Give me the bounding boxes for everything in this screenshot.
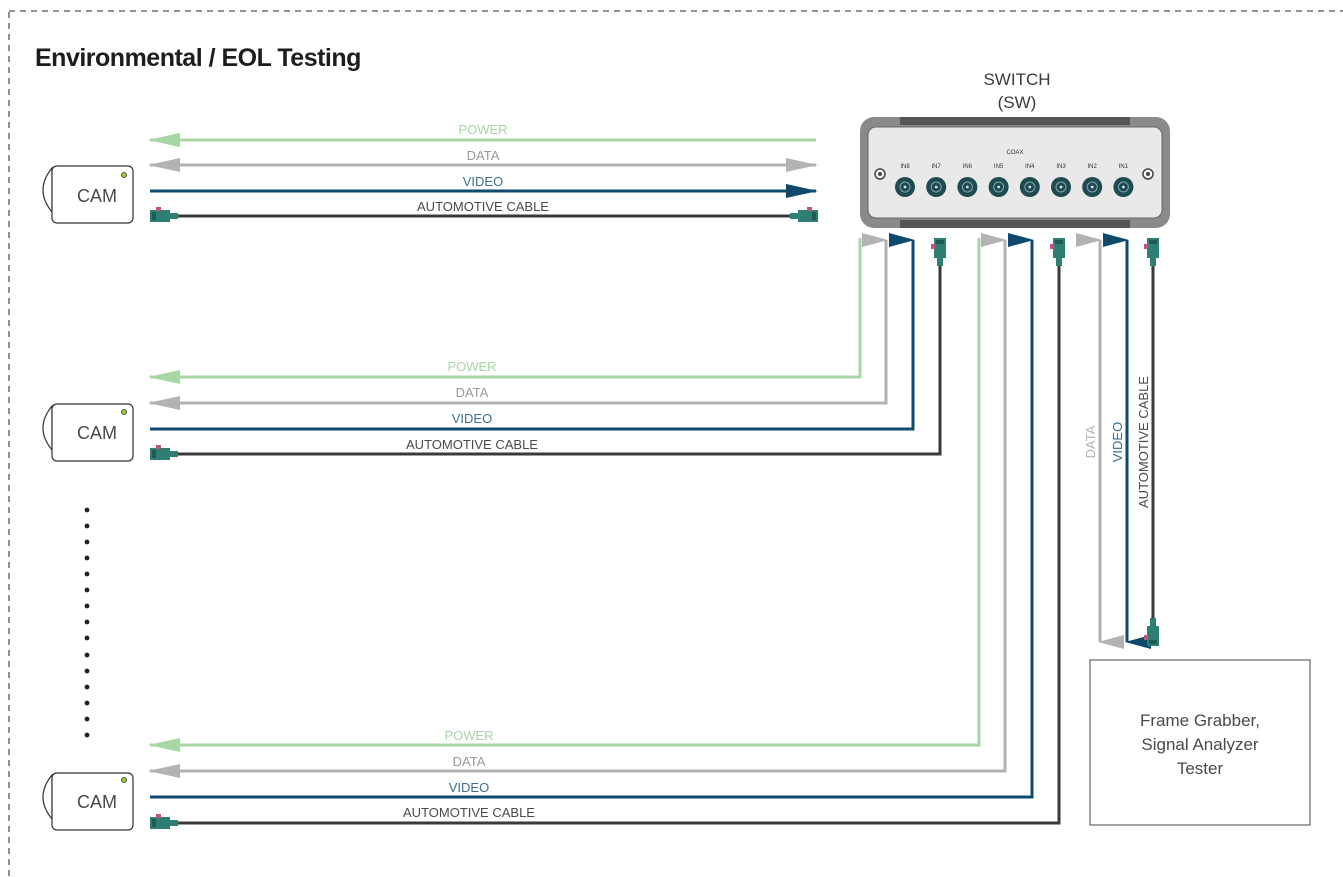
cable-label: AUTOMOTIVE CABLE: [406, 437, 538, 452]
camera-icon: [42, 403, 134, 462]
automotive-cable-line: [176, 266, 1061, 825]
power-line: [148, 238, 862, 384]
camera-label: CAM: [77, 186, 117, 206]
video-label: VIDEO: [449, 780, 489, 795]
power-line: [148, 238, 981, 752]
automotive-cable-line: [176, 266, 942, 456]
connector-icon: [790, 207, 818, 222]
cable-label: AUTOMOTIVE CABLE: [403, 805, 535, 820]
power-label: POWER: [458, 122, 507, 137]
data-label: DATA: [453, 754, 486, 769]
data-label: DATA: [467, 148, 500, 163]
connector-icon: [150, 207, 178, 222]
camera-icon: [42, 165, 134, 224]
camera-icon: [42, 772, 134, 831]
tester-video-label: VIDEO: [1110, 422, 1125, 462]
port-label: IN1: [1119, 164, 1129, 170]
port-label: IN2: [1088, 164, 1098, 170]
tester-label-line1: Frame Grabber,: [1140, 711, 1260, 730]
tester-data-label: DATA: [1083, 425, 1098, 458]
camera-label: CAM: [77, 423, 117, 443]
camera-3: CAM POWER DATA VIDEO AUTOMOTIVE CABLE: [42, 233, 1065, 831]
connector-icon: [150, 814, 178, 829]
tester-links: DATA VIDEO AUTOMOTIVE CABLE: [1076, 233, 1159, 649]
power-label: POWER: [447, 359, 496, 374]
camera-2: CAM POWER DATA VIDEO AUTOMOTIVE CABLE: [42, 233, 946, 462]
camera-1: CAM POWER DATA VIDEO AUTOMOTIVE CABLE: [42, 122, 818, 224]
page-title: Environmental / EOL Testing: [35, 44, 361, 72]
video-line: [150, 233, 1034, 799]
tester-cable-label: AUTOMOTIVE CABLE: [1136, 376, 1151, 508]
connector-icon: [150, 445, 178, 460]
port-label: IN6: [963, 164, 973, 170]
tester-box: Frame Grabber, Signal Analyzer Tester: [1089, 659, 1311, 826]
video-label: VIDEO: [463, 174, 503, 189]
more-cameras-ellipsis: [84, 507, 90, 738]
switch-box: SWITCH (SW) COAX IN8 IN7 IN6 IN5 IN4 IN3 IN2 IN…: [860, 70, 1170, 228]
tester-label-line2: Signal Analyzer: [1141, 735, 1259, 754]
connector-icon: [1144, 238, 1159, 266]
video-label: VIDEO: [452, 411, 492, 426]
data-line: [148, 233, 1007, 778]
data-label: DATA: [456, 385, 489, 400]
data-line: [148, 233, 888, 410]
switch-label-line2: (SW): [998, 93, 1037, 112]
power-label: POWER: [444, 728, 493, 743]
tester-rect: [1089, 659, 1311, 826]
tester-label-line3: Tester: [1177, 759, 1224, 778]
camera-label: CAM: [77, 792, 117, 812]
coax-label: COAX: [1006, 150, 1023, 156]
port-label: IN4: [1025, 164, 1035, 170]
port-label: IN3: [1056, 164, 1066, 170]
connector-icon: [1144, 618, 1159, 646]
port-label: IN7: [932, 164, 942, 170]
connector-icon: [1050, 238, 1065, 266]
port-label: IN5: [994, 164, 1004, 170]
switch-label-line1: SWITCH: [983, 70, 1050, 89]
port-label: IN8: [900, 164, 910, 170]
cable-label: AUTOMOTIVE CABLE: [417, 199, 549, 214]
video-line: [150, 233, 915, 431]
connector-icon: [931, 238, 946, 266]
